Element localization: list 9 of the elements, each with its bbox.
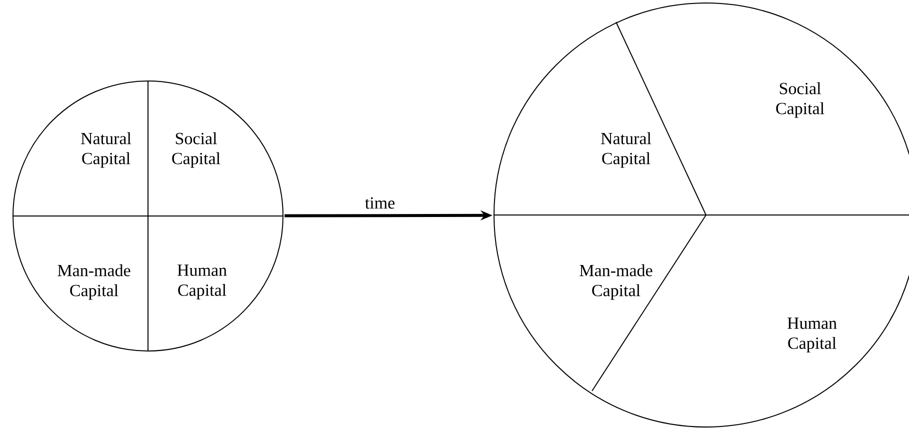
sector-label: Human Capital [177, 264, 227, 300]
sector-label: Human Capital [787, 318, 837, 352]
sector-label: Natural Capital [81, 132, 132, 168]
edge-label: time [365, 197, 395, 209]
sector-label: Social Capital [776, 82, 824, 118]
sector-label: Man-made Capital [58, 264, 130, 300]
sector-label: Man-made Capital [580, 264, 652, 300]
sector-label: Natural Capital [601, 132, 652, 168]
sector-label: Social Capital [172, 132, 220, 168]
